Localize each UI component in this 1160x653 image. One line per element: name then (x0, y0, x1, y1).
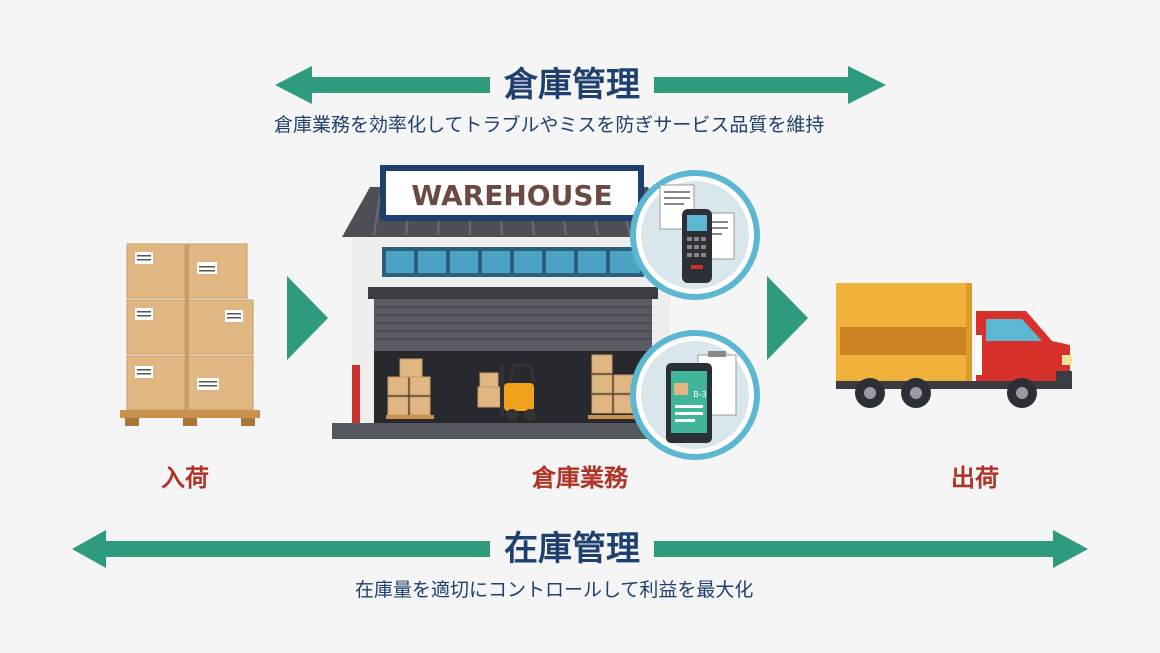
warehouse-illustration: WAREHOUSE B-3 (330, 165, 770, 465)
tablet-inventory-icon: B-3 (633, 333, 757, 457)
box-stack-illustration (115, 240, 265, 430)
flow-arrow-1 (287, 276, 328, 360)
tablet-code-text: B-3 (693, 390, 706, 399)
bottom-title: 在庫管理 (490, 528, 654, 570)
warehouse-sign-text: WAREHOUSE (411, 179, 612, 212)
stage-label-operations: 倉庫業務 (500, 458, 660, 493)
bottom-subtitle: 在庫量を適切にコントロールして利益を最大化 (355, 578, 753, 602)
stage-label-inbound: 入荷 (145, 458, 225, 493)
top-subtitle: 倉庫業務を効率化してトラブルやミスを防ぎサービス品質を維持 (274, 113, 824, 137)
flow-arrow-2 (767, 276, 808, 360)
handheld-scanner-icon (633, 173, 757, 297)
top-title: 倉庫管理 (490, 64, 654, 106)
delivery-truck-illustration (830, 275, 1080, 420)
stage-label-outbound: 出荷 (935, 458, 1015, 493)
